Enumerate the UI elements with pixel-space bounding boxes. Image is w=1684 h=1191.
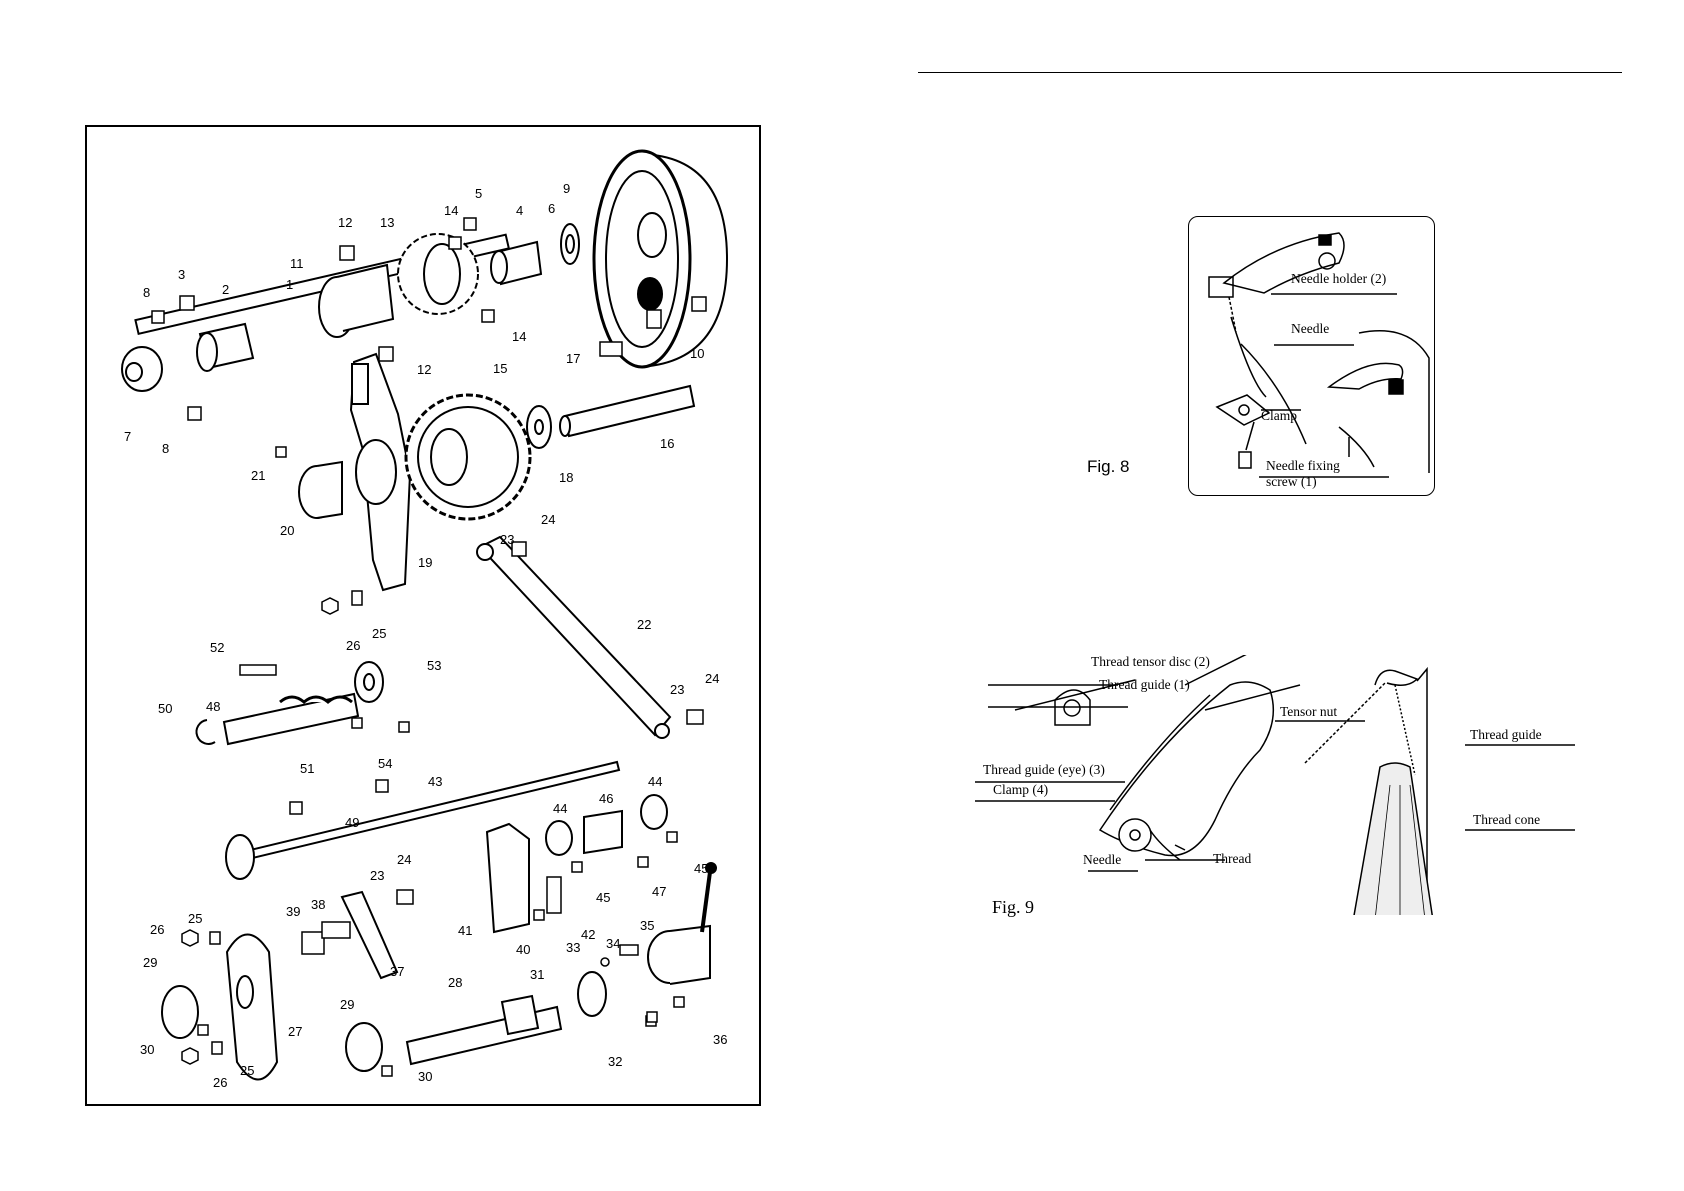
- part-callout-25: 25: [372, 626, 387, 641]
- part-callout-16: 16: [660, 436, 675, 451]
- parts-diagram-drawing: [121, 149, 729, 1081]
- part-callout-7: 7: [124, 429, 132, 444]
- part-callout-33: 33: [566, 940, 581, 955]
- part-callout-40: 40: [516, 942, 531, 957]
- fig9-illustration: Thread tensor disc (2) Thread guide (1) …: [975, 655, 1585, 915]
- part-callout-31: 31: [530, 967, 545, 982]
- part-callout-48: 48: [206, 699, 221, 714]
- fig8-drawing: [1208, 232, 1430, 478]
- part-callout-23: 23: [500, 532, 515, 547]
- part-callout-20: 20: [280, 523, 295, 538]
- part-callout-24: 24: [541, 512, 556, 527]
- part-callout-24: 24: [705, 671, 720, 686]
- fig9-clamp-label: Clamp (4): [993, 782, 1049, 797]
- part-callout-23: 23: [370, 868, 385, 883]
- fig9-tensor-disc-label: Thread tensor disc (2): [1091, 654, 1210, 669]
- part-callout-36: 36: [713, 1032, 728, 1047]
- fig9-thread-label: Thread: [1213, 851, 1252, 866]
- part-callout-1: 1: [286, 277, 294, 292]
- part-callout-27: 27: [288, 1024, 303, 1039]
- part-callout-2: 2: [222, 282, 230, 297]
- fig9-drawing: [975, 655, 1575, 915]
- fig9-thread-cone-label: Thread cone: [1473, 812, 1541, 827]
- part-callout-54: 54: [378, 756, 393, 771]
- part-callout-12: 12: [417, 362, 432, 377]
- part-callout-30: 30: [418, 1069, 433, 1084]
- part-callout-35: 35: [640, 918, 655, 933]
- header-rule: [918, 72, 1622, 73]
- part-callout-52: 52: [210, 640, 225, 655]
- part-callout-4: 4: [516, 203, 524, 218]
- part-callout-6: 6: [548, 201, 556, 216]
- part-callout-24: 24: [397, 852, 412, 867]
- part-callout-22: 22: [637, 617, 652, 632]
- part-callout-13: 13: [380, 215, 395, 230]
- part-callout-25: 25: [240, 1063, 255, 1078]
- part-callout-10: 10: [690, 346, 705, 361]
- fig8-clamp-label: Clamp: [1261, 408, 1297, 423]
- part-callout-14: 14: [512, 329, 527, 344]
- part-callout-32: 32: [608, 1054, 623, 1069]
- fig9-thread-guide-eye-label: Thread guide (eye) (3): [983, 762, 1105, 777]
- part-callout-19: 19: [418, 555, 433, 570]
- fig9-tensor-nut-label: Tensor nut: [1280, 704, 1338, 719]
- part-callout-53: 53: [427, 658, 442, 673]
- part-callout-17: 17: [566, 351, 581, 366]
- fig8-fixing-screw-label-line1: Needle fixing: [1266, 458, 1340, 473]
- fig9-needle-label: Needle: [1083, 852, 1122, 867]
- fig8-illustration: Needle holder (2) Needle Clamp Needle fi…: [1188, 216, 1435, 496]
- part-callout-26: 26: [150, 922, 165, 937]
- fig9-thread-guide-1-label: Thread guide (1): [1099, 677, 1190, 692]
- part-callout-45: 45: [694, 861, 709, 876]
- part-callout-51: 51: [300, 761, 315, 776]
- fig8-needle-label: Needle: [1291, 321, 1330, 336]
- part-callout-44: 44: [648, 774, 663, 789]
- part-callout-12: 12: [338, 215, 353, 230]
- part-callout-28: 28: [448, 975, 463, 990]
- part-callout-15: 15: [493, 361, 508, 376]
- part-callout-49: 49: [345, 815, 360, 830]
- part-callout-26: 26: [213, 1075, 228, 1090]
- part-callout-29: 29: [143, 955, 158, 970]
- part-callout-11: 11: [290, 256, 304, 271]
- part-callout-26: 26: [346, 638, 361, 653]
- part-callout-45: 45: [596, 890, 611, 905]
- part-callout-8: 8: [162, 441, 170, 456]
- part-callout-38: 38: [311, 897, 326, 912]
- fig9-thread-guide-label: Thread guide: [1470, 727, 1542, 742]
- part-callout-3: 3: [178, 267, 186, 282]
- part-callout-23: 23: [670, 682, 685, 697]
- part-callout-34: 34: [606, 936, 621, 951]
- part-callout-29: 29: [340, 997, 355, 1012]
- fig8-needle-holder-label: Needle holder (2): [1291, 271, 1387, 286]
- part-callout-5: 5: [475, 186, 483, 201]
- part-callout-8: 8: [143, 285, 151, 300]
- part-callout-37: 37: [390, 964, 405, 979]
- part-callout-44: 44: [553, 801, 568, 816]
- part-callout-50: 50: [158, 701, 173, 716]
- part-callout-47: 47: [652, 884, 667, 899]
- part-callout-18: 18: [559, 470, 574, 485]
- fig9-caption: Fig. 9: [992, 897, 1035, 917]
- fig8-fixing-screw-label-line2: screw (1): [1266, 474, 1317, 489]
- part-callout-21: 21: [251, 468, 266, 483]
- part-callout-14: 14: [444, 203, 459, 218]
- part-callout-39: 39: [286, 904, 301, 919]
- part-callout-25: 25: [188, 911, 203, 926]
- part-callout-9: 9: [563, 181, 571, 196]
- fig8-caption: Fig. 8: [1087, 457, 1130, 476]
- part-callout-43: 43: [428, 774, 443, 789]
- part-callout-41: 41: [458, 923, 473, 938]
- part-callout-46: 46: [599, 791, 614, 806]
- part-callout-30: 30: [140, 1042, 155, 1057]
- part-callout-42: 42: [581, 927, 596, 942]
